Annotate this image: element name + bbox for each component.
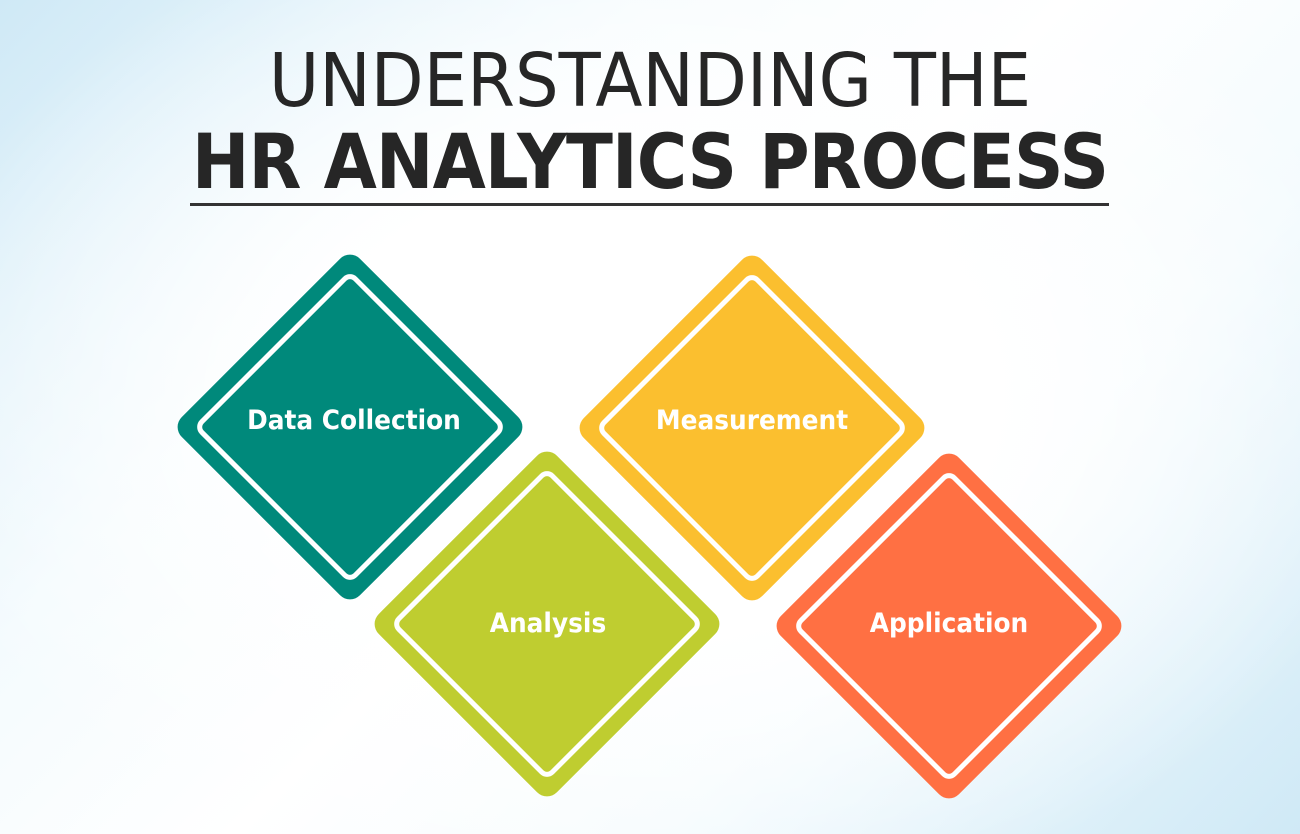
step-label-data-collection: Data Collection (247, 405, 461, 436)
title-line-2: HR ANALYTICS PROCESS (191, 117, 1109, 206)
step-label-analysis: Analysis (489, 608, 607, 639)
title-underline (190, 203, 1109, 206)
step-label-application: Application (869, 608, 1029, 639)
step-label-measurement: Measurement (655, 405, 849, 436)
title-line-1: UNDERSTANDING THE (268, 38, 1032, 124)
title-block: UNDERSTANDING THE HR ANALYTICS PROCESS (0, 0, 1300, 215)
